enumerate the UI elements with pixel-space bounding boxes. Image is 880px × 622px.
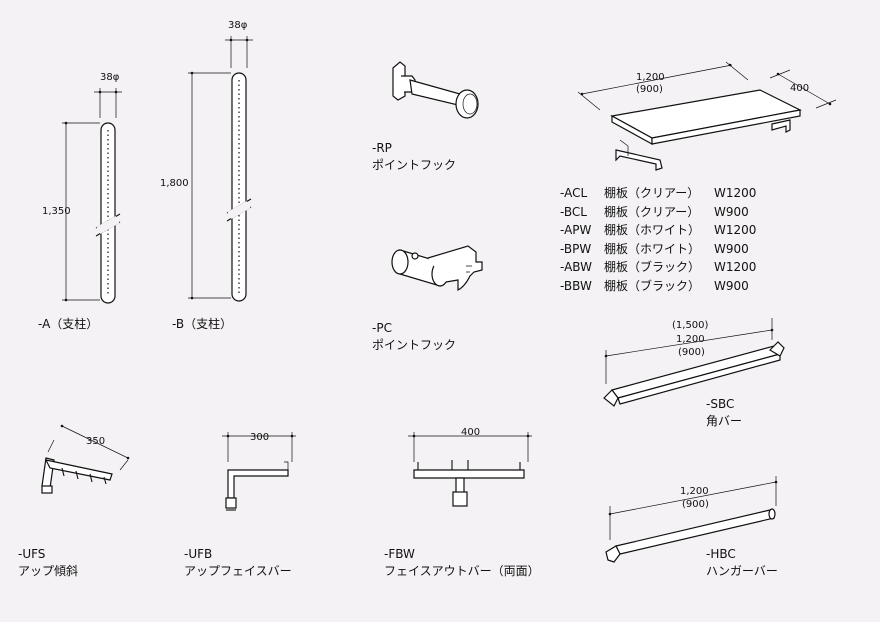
ufb-drawing (222, 432, 296, 511)
list-item: -BBW 棚板（ブラック） W900 (560, 277, 756, 296)
shelf-code: -APW (560, 223, 592, 237)
hbc-length-alt-label: (900) (682, 499, 709, 510)
shelf-size: W900 (714, 241, 749, 256)
post-a-code: -A（支柱） (38, 317, 99, 331)
shelf-width-alt-label: (900) (636, 84, 663, 95)
shelf-code: -BBW (560, 278, 592, 293)
shelf-size: W1200 (714, 260, 757, 274)
shelf-name: 棚板（ホワイト） (604, 223, 701, 237)
rp-code: -RP (372, 141, 392, 155)
rp-name: ポイントフック (372, 158, 457, 172)
post-b-diameter-label: 38φ (228, 20, 248, 31)
list-item: -ABW 棚板（ブラック） W1200 (560, 258, 756, 277)
ufb-length-label: 300 (250, 432, 270, 443)
hbc-name: ハンガーバー (706, 564, 778, 578)
sbc-code: -SBC (706, 397, 735, 411)
shelf-width-label: 1,200 (636, 72, 665, 83)
ufs-name: アップ傾斜 (18, 564, 79, 578)
shelf-size: W1200 (714, 186, 757, 200)
sbc-length-long-label: (1,500) (672, 320, 709, 331)
pc-name: ポイントフック (372, 338, 457, 352)
shelf-name: 棚板（ホワイト） (604, 241, 701, 256)
post-a-height-label: 1,350 (42, 206, 71, 217)
ufb-code: -UFB (184, 547, 213, 561)
shelf-code: -ABW (560, 260, 592, 274)
hbc-length-label: 1,200 (680, 486, 709, 497)
list-item: -BPW 棚板（ホワイト） W900 (560, 240, 756, 259)
pc-code: -PC (372, 321, 392, 335)
sbc-length-label: 1,200 (676, 334, 705, 345)
hbc-code: -HBC (706, 547, 736, 561)
shelf-name: 棚板（ブラック） (604, 260, 701, 274)
shelf-name: 棚板（クリアー） (604, 186, 700, 200)
sbc-name: 角バー (706, 414, 743, 428)
rp-hook-drawing (392, 61, 479, 119)
shelf-code: -BPW (560, 241, 592, 256)
list-item: -ACL 棚板（クリアー） W1200 (560, 184, 756, 203)
sbc-length-alt-label: (900) (678, 347, 705, 358)
shelf-code: -ACL (560, 186, 588, 200)
shelf-size: W900 (714, 204, 749, 219)
shelf-size: W1200 (714, 223, 757, 237)
list-item: -BCL 棚板（クリアー） W900 (560, 203, 756, 222)
shelf-depth-label: 400 (790, 83, 810, 94)
fbw-name: フェイスアウトバー（両面） (384, 564, 540, 578)
shelf-variant-list: -ACL 棚板（クリアー） W1200 -BCL 棚板（クリアー） W900 -APW 棚… (560, 184, 756, 295)
sbc-bar-drawing (603, 318, 785, 407)
post-a-diameter-label: 38φ (100, 72, 120, 83)
post-a-drawing (62, 88, 122, 304)
hbc-bar-drawing (605, 476, 778, 563)
shelf-code: -BCL (560, 204, 587, 219)
ufs-length-label: 350 (86, 436, 106, 447)
ufb-name: アップフェイスバー (184, 564, 292, 578)
list-item: -APW 棚板（ホワイト） W1200 (560, 221, 756, 240)
fbw-drawing (408, 432, 532, 507)
shelf-name: 棚板（ブラック） (604, 278, 701, 293)
pc-hook-drawing (391, 245, 483, 291)
shelf-name: 棚板（クリアー） (604, 204, 700, 219)
post-b-height-label: 1,800 (160, 178, 189, 189)
ufs-code: -UFS (18, 547, 46, 561)
fbw-code: -FBW (384, 547, 415, 561)
post-b-code: -B（支柱） (172, 317, 233, 331)
ufs-drawing (41, 424, 130, 494)
post-b-drawing (188, 36, 253, 302)
shelf-drawing (577, 61, 837, 171)
fbw-length-label: 400 (461, 427, 481, 438)
shelf-size: W900 (714, 278, 749, 293)
